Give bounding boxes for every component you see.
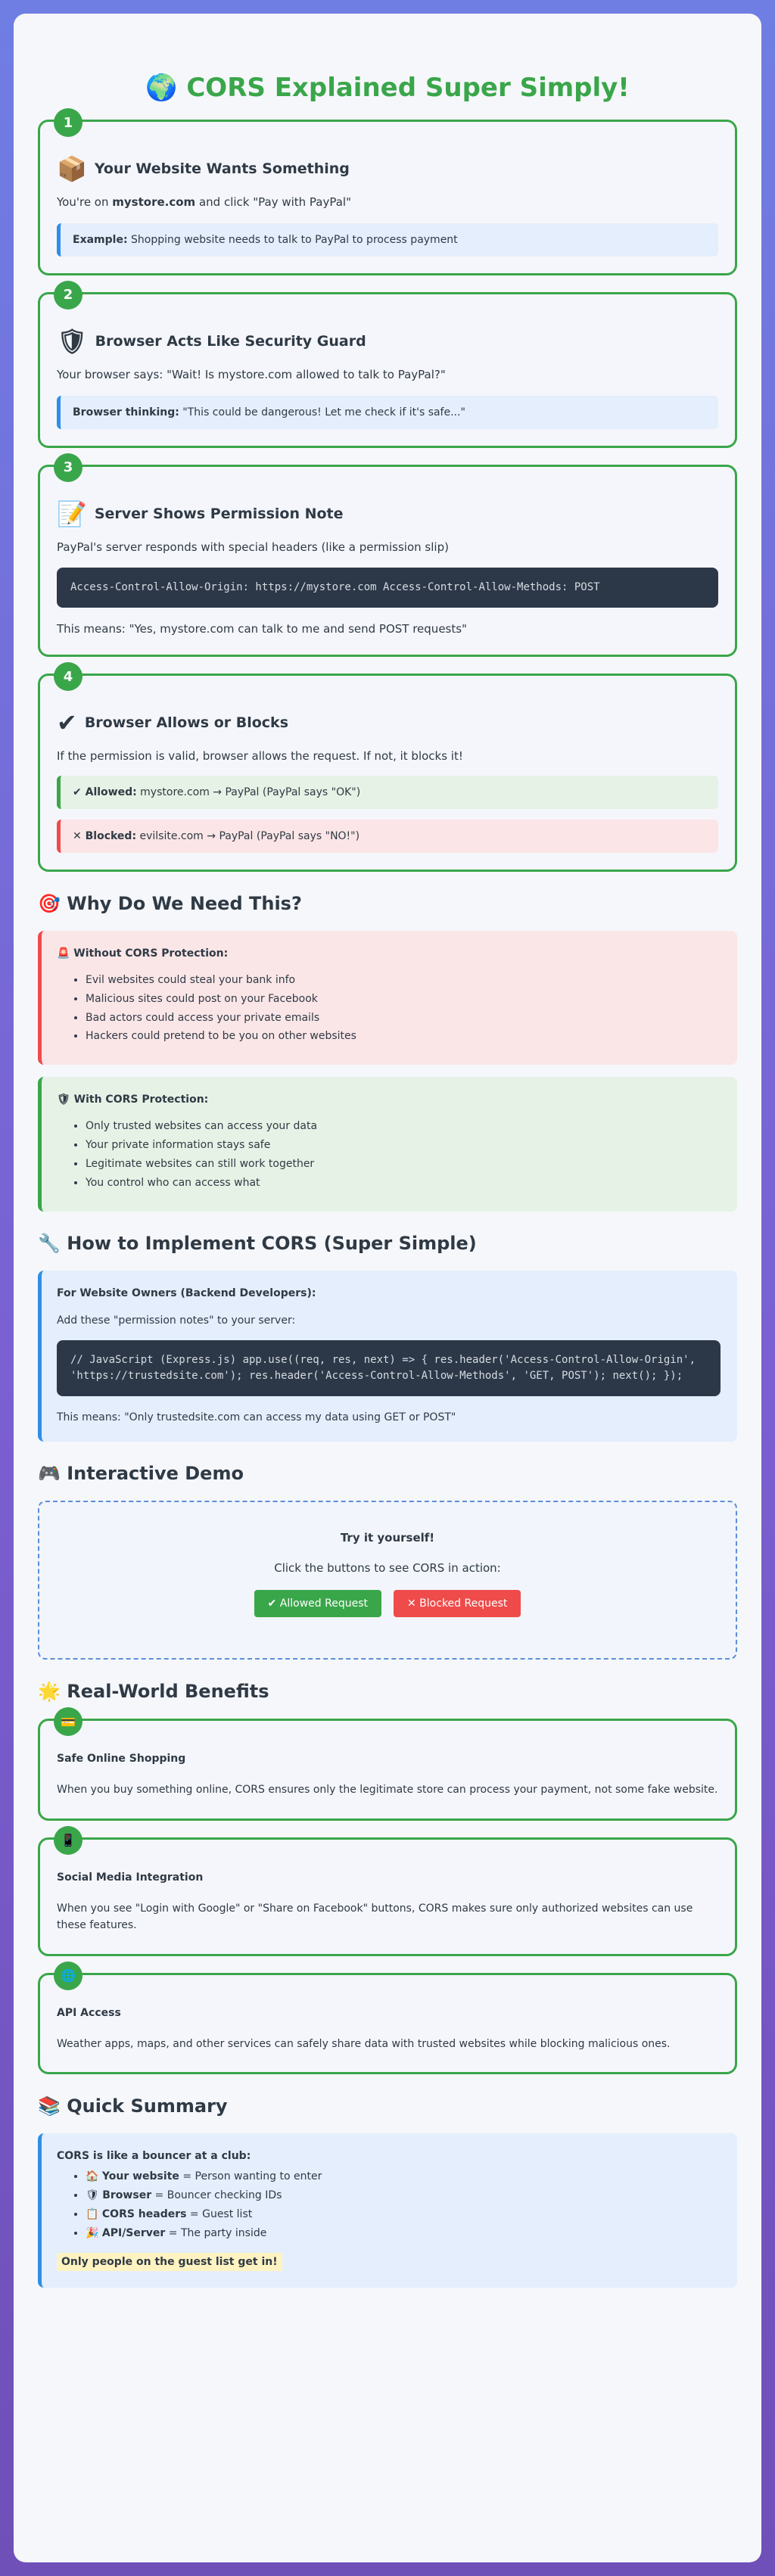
benefit-text: When you buy something online, CORS ensu… xyxy=(57,1784,718,1797)
page-title: 🌍 CORS Explained Super Simply! xyxy=(145,73,630,103)
checkmark-icon: ✔ xyxy=(57,708,77,737)
step-description: Your browser says: "Wait! Is mystore.com… xyxy=(57,367,446,381)
list-item: Evil websites could steal your bank info xyxy=(86,973,721,988)
implement-subheading: For Website Owners (Backend Developers): xyxy=(57,1286,316,1299)
credit-card-icon: 💳 xyxy=(54,1707,82,1737)
summary-highlight: Only people on the guest list get in! xyxy=(57,2252,282,2271)
list-item: 📋 CORS headers = Guest list xyxy=(86,2207,721,2222)
benefit-title: Social Media Integration xyxy=(57,1871,204,1884)
benefits-section-heading: 🌟 Real-World Benefits xyxy=(38,1681,269,1703)
page: 🌍 CORS Explained Super Simply! 1 📦 Your … xyxy=(14,14,761,2562)
implement-outro: This means: "Only trustedsite.com can ac… xyxy=(57,1411,456,1424)
with-cors-box: 🛡 With CORS Protection: Only trusted web… xyxy=(38,1077,737,1212)
demo-text: Click the buttons to see CORS in action: xyxy=(274,1561,501,1576)
summary-list: 🏠 Your website = Person wanting to enter… xyxy=(86,2170,721,2241)
step-card-3: 3 📝 Server Shows Permission Note PayPal'… xyxy=(38,453,737,657)
package-icon: 📦 xyxy=(57,154,87,183)
demo-buttons: ✔ Allowed Request ✕ Blocked Request xyxy=(54,1590,721,1618)
step-number-badge: 2 xyxy=(54,280,82,310)
headers-code-block: Access-Control-Allow-Origin: https://mys… xyxy=(57,568,718,608)
step-explanation: This means: "Yes, mystore.com can talk t… xyxy=(57,622,467,636)
implement-section-heading: 🔧 How to Implement CORS (Super Simple) xyxy=(38,1232,477,1254)
with-cors-list: Only trusted websites can access your da… xyxy=(86,1119,721,1190)
allowed-text: mystore.com → PayPal (PayPal says "OK") xyxy=(136,786,361,798)
benefit-text: When you see "Login with Google" or "Sha… xyxy=(57,1902,693,1932)
step-heading: ✔ Browser Allows or Blocks xyxy=(57,711,718,735)
benefit-card-social: 📱 Social Media Integration When you see … xyxy=(38,1825,737,1956)
step-number-badge: 3 xyxy=(54,453,82,482)
mobile-phone-icon: 📱 xyxy=(54,1825,82,1855)
list-item: Hackers could pretend to be you on other… xyxy=(86,1029,721,1044)
clipboard-icon: 📋 xyxy=(86,2207,99,2220)
step-description: PayPal's server responds with special he… xyxy=(57,540,449,554)
summary-box: CORS is like a bouncer at a club: 🏠 Your… xyxy=(38,2133,737,2288)
benefit-card-api: 🌐 API Access Weather apps, maps, and oth… xyxy=(38,1961,737,2075)
house-icon: 🏠 xyxy=(86,2170,99,2183)
step-number-badge: 1 xyxy=(54,108,82,137)
callout-text: Shopping website needs to talk to PayPal… xyxy=(127,233,458,246)
without-cors-heading: 🚨 Without CORS Protection: xyxy=(57,947,229,960)
implement-intro: Add these "permission notes" to your ser… xyxy=(57,1314,296,1327)
step-card-4: 4 ✔ Browser Allows or Blocks If the perm… xyxy=(38,662,737,872)
without-cors-box: 🚨 Without CORS Protection: Evil websites… xyxy=(38,930,737,1066)
memo-icon: 📝 xyxy=(57,499,87,528)
list-item: Your private information stays safe xyxy=(86,1138,721,1153)
list-item: 🏠 Your website = Person wanting to enter xyxy=(86,2170,721,2184)
step-heading: 📦 Your Website Wants Something xyxy=(57,157,718,181)
shield-icon: 🛡 xyxy=(86,2189,99,2201)
step-number-badge: 4 xyxy=(54,662,82,691)
step-title: Server Shows Permission Note xyxy=(94,505,344,522)
callout-text: "This could be dangerous! Let me check i… xyxy=(179,406,465,418)
shield-icon: 🛡 xyxy=(57,326,88,356)
without-cors-list: Evil websites could steal your bank info… xyxy=(86,973,721,1044)
blocked-label: ✕ Blocked: xyxy=(73,829,137,842)
step-heading: 🛡 Browser Acts Like Security Guard xyxy=(57,329,718,353)
step-description: If the permission is valid, browser allo… xyxy=(57,749,463,763)
step-card-1: 1 📦 Your Website Wants Something You're … xyxy=(38,108,737,275)
benefit-title: Safe Online Shopping xyxy=(57,1753,186,1766)
list-item: 🛡 Browser = Bouncer checking IDs xyxy=(86,2189,721,2203)
step-heading: 📝 Server Shows Permission Note xyxy=(57,502,718,526)
benefit-text: Weather apps, maps, and other services c… xyxy=(57,2037,671,2050)
browser-thinking-callout: Browser thinking: "This could be dangero… xyxy=(57,395,718,429)
globe-icon: 🌐 xyxy=(54,1961,82,1990)
blocked-request-button[interactable]: ✕ Blocked Request xyxy=(394,1590,521,1618)
list-item: You control who can access what xyxy=(86,1176,721,1190)
step-description: You're on mystore.com and click "Pay wit… xyxy=(57,195,351,209)
summary-section-heading: 📚 Quick Summary xyxy=(38,2095,228,2117)
list-item: 🎉 API/Server = The party inside xyxy=(86,2226,721,2241)
implement-box: For Website Owners (Backend Developers):… xyxy=(38,1270,737,1442)
party-icon: 🎉 xyxy=(86,2226,99,2239)
step-title: Your Website Wants Something xyxy=(94,160,350,177)
step-title: Browser Acts Like Security Guard xyxy=(95,332,366,350)
list-item: Only trusted websites can access your da… xyxy=(86,1119,721,1134)
step-card-2: 2 🛡 Browser Acts Like Security Guard You… xyxy=(38,280,737,448)
list-item: Legitimate websites can still work toget… xyxy=(86,1157,721,1171)
demo-title: Try it yourself! xyxy=(340,1531,435,1545)
callout-label: Example: xyxy=(73,233,128,246)
benefit-card-shopping: 💳 Safe Online Shopping When you buy some… xyxy=(38,1707,737,1821)
step-title: Browser Allows or Blocks xyxy=(84,714,289,731)
why-section-heading: 🎯 Why Do We Need This? xyxy=(38,892,302,914)
allowed-request-button[interactable]: ✔ Allowed Request xyxy=(254,1590,381,1618)
interactive-demo-panel: Try it yourself! Click the buttons to se… xyxy=(38,1501,737,1660)
demo-section-heading: 🎮 Interactive Demo xyxy=(38,1463,244,1485)
express-code-block: // JavaScript (Express.js) app.use((req,… xyxy=(57,1340,721,1397)
allowed-label: ✔ Allowed: xyxy=(73,786,137,798)
callout-label: Browser thinking: xyxy=(73,406,179,418)
blocked-result: ✕ Blocked: evilsite.com → PayPal (PayPal… xyxy=(57,819,718,853)
summary-lead: CORS is like a bouncer at a club: xyxy=(57,2150,251,2163)
blocked-text: evilsite.com → PayPal (PayPal says "NO!"… xyxy=(136,829,360,842)
list-item: Malicious sites could post on your Faceb… xyxy=(86,992,721,1006)
example-callout: Example: Shopping website needs to talk … xyxy=(57,222,718,257)
benefit-title: API Access xyxy=(57,2006,121,2019)
allowed-result: ✔ Allowed: mystore.com → PayPal (PayPal … xyxy=(57,775,718,809)
with-cors-heading: 🛡 With CORS Protection: xyxy=(57,1094,209,1106)
list-item: Bad actors could access your private ema… xyxy=(86,1011,721,1025)
